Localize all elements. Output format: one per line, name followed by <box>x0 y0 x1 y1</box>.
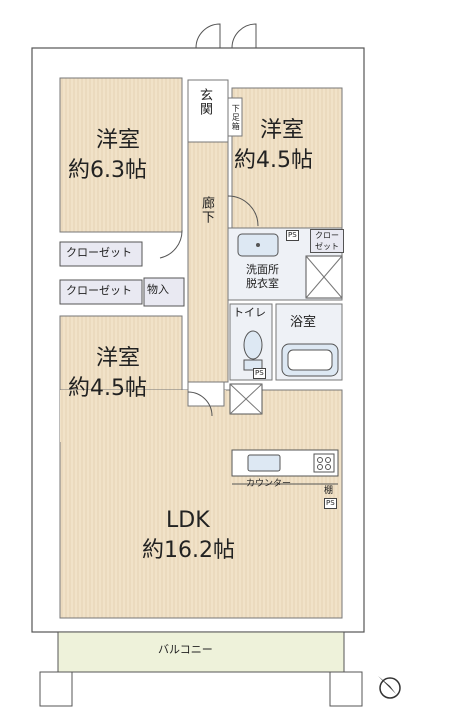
door-swing-icon-4 <box>159 229 183 259</box>
stove-burner-3 <box>317 464 323 470</box>
washer-cross-2 <box>305 255 343 299</box>
balcony-wall-left <box>39 671 73 707</box>
closet-small-label-1: クロー <box>315 231 339 240</box>
storage-box <box>143 277 185 307</box>
balcony-wall-right <box>329 671 363 707</box>
storage-label: 物入 <box>147 283 169 296</box>
bathtub-inner <box>287 349 333 371</box>
balcony-label: バルコニー <box>158 643 213 656</box>
ps-label-2: PS <box>253 368 266 379</box>
sink-drain <box>256 243 260 247</box>
balcony-floor <box>57 631 345 673</box>
door-swing-icon <box>195 23 221 49</box>
ldk-notch-wall <box>187 381 225 407</box>
shelf-label: 棚 <box>324 486 334 496</box>
closet-upper-box <box>59 241 143 267</box>
ldk-size: 約16.2帖 <box>142 538 235 563</box>
stove-icon <box>313 453 335 473</box>
door-swing-icon-5 <box>187 391 213 417</box>
bathroom-label: 浴室 <box>290 315 317 330</box>
shoe-box <box>227 97 243 137</box>
western-room-2-name: 洋室 <box>260 118 305 143</box>
washroom-label: 洗面所 <box>246 263 279 276</box>
kitchen-sink <box>247 454 281 472</box>
toilet-label: トイレ <box>233 306 266 319</box>
closet-small-box: クロー ゼット <box>310 229 344 253</box>
entrance-label: 玄関 <box>196 88 212 116</box>
ps-label-1: PS <box>286 230 299 241</box>
western-room-3-name: 洋室 <box>96 346 141 371</box>
closet-upper-label: クローゼット <box>66 246 132 259</box>
western-room-1-name: 洋室 <box>96 128 141 153</box>
shaft-cross-2 <box>229 383 263 415</box>
stove-burner-2 <box>325 457 331 463</box>
hallway-label: 廊下 <box>198 196 214 224</box>
door-swing-icon-2 <box>231 23 257 49</box>
dressing-room-label: 脱衣室 <box>246 277 279 290</box>
entrance-floor <box>187 79 229 143</box>
western-room-3-size: 約4.5帖 <box>68 376 147 401</box>
closet-lower-label: クローゼット <box>66 284 132 297</box>
shoe-box-label: 下足箱 <box>231 104 241 131</box>
door-swing-icon-3 <box>227 195 259 227</box>
western-room-2-size: 約4.5帖 <box>234 148 313 173</box>
western-room-1-floor <box>59 77 183 233</box>
counter-label: カウンター <box>246 479 292 489</box>
hallway-floor <box>187 141 229 383</box>
ldk-name: LDK <box>166 508 210 533</box>
toilet-icon <box>243 330 263 360</box>
stove-burner-1 <box>317 457 323 463</box>
closet-small-label-2: ゼット <box>315 242 339 251</box>
western-room-2-floor <box>231 87 343 229</box>
western-room-1-size: 約6.3帖 <box>68 158 147 183</box>
ps-label-3: PS <box>324 498 337 509</box>
stove-burner-4 <box>325 464 331 470</box>
closet-lower-box <box>59 279 143 305</box>
compass-north-icon <box>378 676 401 699</box>
